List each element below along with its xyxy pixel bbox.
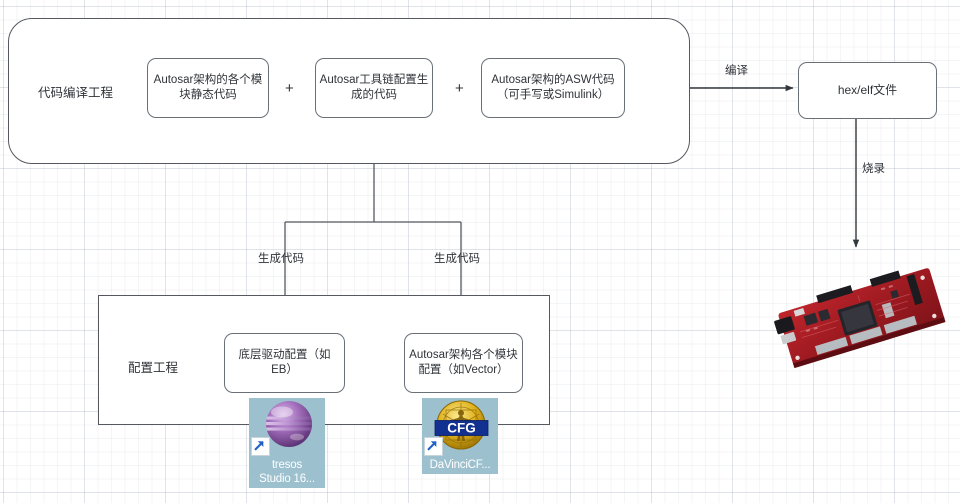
davinci-caption-line-1: DaVinciCF... [429,459,491,471]
desktop-icon-label-davinci: DaVinciCF... [422,458,498,474]
node-autosar-module-config[interactable]: Autosar架构各个模块 配置（如Vector） [404,333,523,393]
shortcut-arrow-icon [424,437,443,456]
desktop-icon-davinci-configurator[interactable]: CFG DaVinciCF... [422,398,498,474]
edge-label-generate-right: 生成代码 [434,253,480,265]
edge-label-flash: 烧录 [862,163,885,175]
compile-project-label: 代码编译工程 [38,86,114,100]
edge-label-compile: 编译 [725,65,748,77]
purple-sphere-icon [249,398,325,458]
node-toolchain-generated-code[interactable]: Autosar工具链配置生 成的代码 [315,58,433,118]
node-asw-code[interactable]: Autosar架构的ASW代码 （可手写或Simulink） [481,58,625,118]
shortcut-arrow-icon [251,437,270,456]
vitruvian-cfg-icon: CFG [422,398,498,458]
tresos-caption-line-2: Studio 16... [259,473,315,485]
tresos-caption-line-1: tresos [271,459,303,471]
development-board-image [774,268,946,369]
desktop-icon-label-tresos: tresos Studio 16... [249,458,325,488]
node-static-code[interactable]: Autosar架构的各个模 块静态代码 [147,58,269,118]
node-low-level-driver-config[interactable]: 底层驱动配置（如 EB） [224,333,345,393]
node-hex-elf-file[interactable]: hex/elf文件 [798,62,937,119]
svg-text:CFG: CFG [447,421,476,436]
operator-plus-1: + [285,80,294,97]
config-project-label: 配置工程 [128,361,179,375]
edge-label-generate-left: 生成代码 [258,253,304,265]
operator-plus-2: + [455,80,464,97]
desktop-icon-tresos-studio[interactable]: tresos Studio 16... [249,398,325,488]
